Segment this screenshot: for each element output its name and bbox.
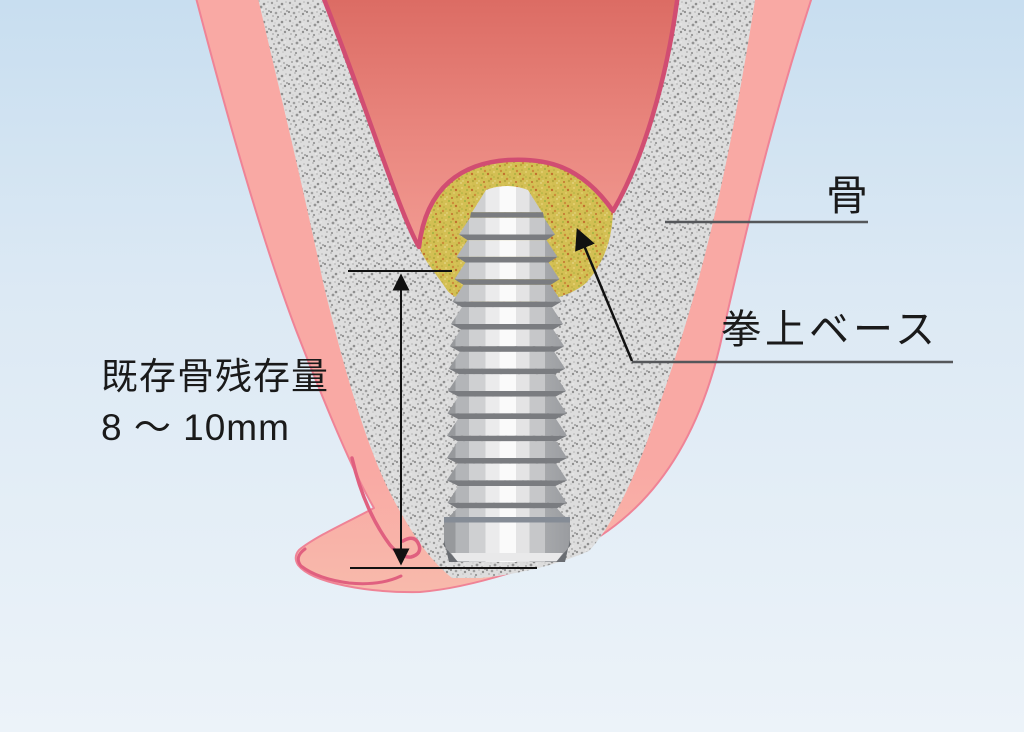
implant-thread xyxy=(447,396,567,414)
implant-thread xyxy=(446,441,568,459)
implant-thread xyxy=(448,351,566,369)
gum-fold-tip-line xyxy=(296,547,403,586)
graft-base-label: 拳上ベース xyxy=(721,308,939,352)
implant-thread xyxy=(454,262,560,280)
implant-cap xyxy=(472,186,542,213)
implant-thread-band xyxy=(452,301,562,308)
implant-thread-band xyxy=(447,413,567,419)
implant-thread-band xyxy=(451,323,563,330)
implant-thread-band xyxy=(454,279,560,285)
dental-implant xyxy=(444,186,570,562)
implant-collar-bevel-left xyxy=(444,540,458,562)
implant-thread-band xyxy=(446,458,568,464)
implant-thread-band xyxy=(449,346,565,352)
bone-label: 骨 xyxy=(826,172,870,219)
implant-thread xyxy=(451,307,563,324)
implant-thread xyxy=(447,418,567,436)
implant-thread-band xyxy=(456,256,558,263)
implant-thread xyxy=(448,374,566,391)
gum-fold-line xyxy=(350,456,422,559)
sinus-cavity xyxy=(321,0,680,250)
implant-thread-band xyxy=(470,212,544,218)
implant-thread-band xyxy=(447,502,567,509)
residual-bone-label: 既存骨残存量 8 〜 10mm xyxy=(101,351,329,453)
implant-thread-band xyxy=(446,480,568,486)
implant-thread xyxy=(452,284,562,302)
implant-thread-band xyxy=(459,234,555,241)
implant-thread-band xyxy=(448,391,566,397)
residual-bone-label-line1: 既存骨残存量 xyxy=(101,356,329,397)
graft-pointer-arrow xyxy=(575,228,634,362)
implant-thread xyxy=(447,486,567,503)
graft-label-leader xyxy=(575,228,953,364)
implant-thread xyxy=(456,240,558,257)
implant-thread-band xyxy=(448,368,566,375)
implant-collar-ring xyxy=(444,517,570,523)
implant-thread-band xyxy=(447,435,567,442)
implant-thread xyxy=(449,329,565,347)
implant-thread xyxy=(459,217,555,235)
implant-collar-bevel-right xyxy=(556,540,570,562)
residual-bone-label-line2: 8 〜 10mm xyxy=(101,407,290,449)
implant-collar xyxy=(444,522,570,562)
implant-thread xyxy=(446,463,568,481)
implant-neck xyxy=(449,508,565,517)
measurement-annotation xyxy=(348,270,537,569)
implant-collar-highlight xyxy=(451,553,563,561)
